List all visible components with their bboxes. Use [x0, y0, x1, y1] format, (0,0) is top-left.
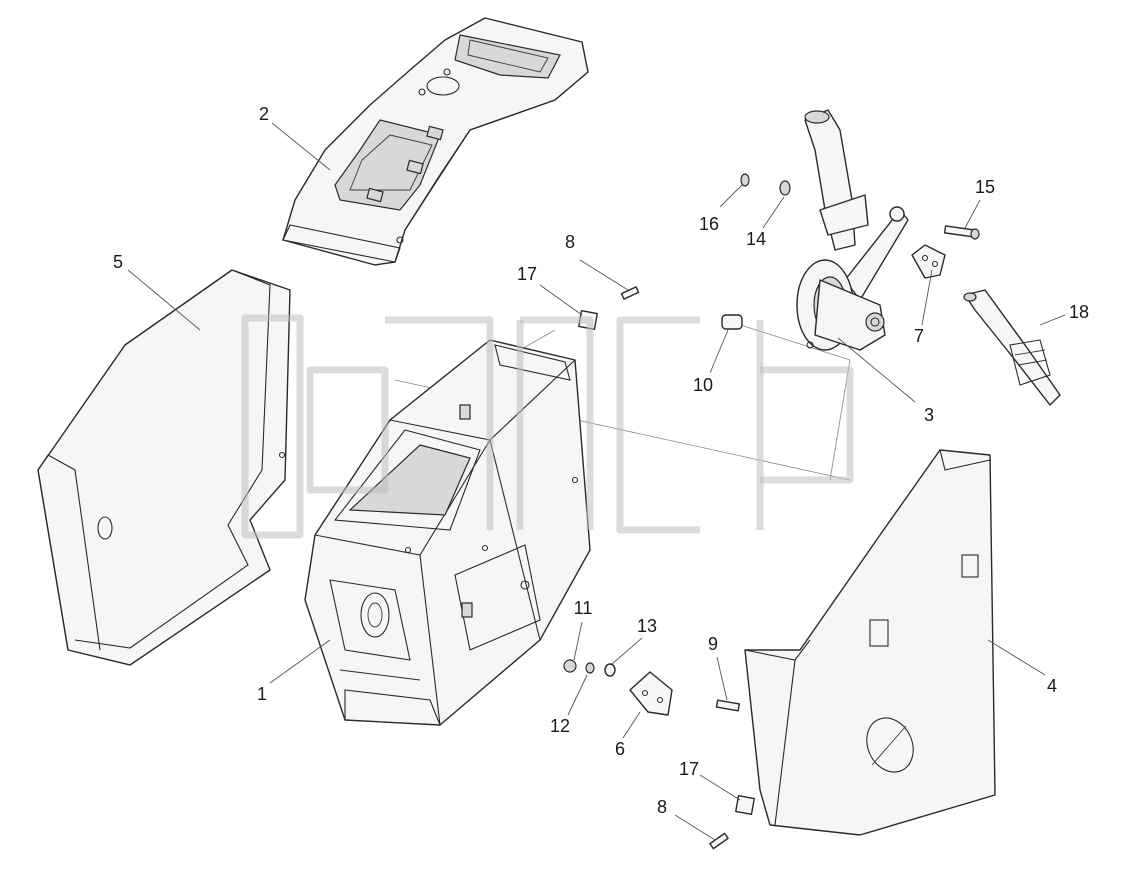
fasteners — [563, 173, 980, 850]
part-10-pin — [721, 314, 743, 330]
part-16-ring — [740, 173, 750, 187]
part-8-bolt-upper — [620, 286, 640, 300]
part-3-shift-lever — [796, 109, 909, 351]
callout-9: 9 — [708, 634, 718, 654]
part-9-bolt — [715, 699, 741, 712]
part-14-spring — [779, 180, 791, 196]
part-2-console-cover — [282, 17, 589, 266]
callout-7: 7 — [914, 326, 924, 346]
callout-10: 10 — [693, 375, 713, 395]
callout-1: 1 — [257, 684, 267, 704]
callout-3: 3 — [924, 405, 934, 425]
watermark-logo — [241, 314, 854, 539]
callout-labels: 1 2 3 4 5 6 7 8 8 9 10 11 12 13 14 15 16… — [113, 104, 1089, 817]
leader-lines — [127, 122, 1066, 841]
part-12-washer — [585, 662, 595, 674]
callout-6: 6 — [615, 739, 625, 759]
part-18-cable — [963, 289, 1061, 406]
part-7-bracket — [911, 244, 946, 279]
callout-8-lower: 8 — [657, 797, 667, 817]
callout-15: 15 — [975, 177, 995, 197]
callout-13: 13 — [637, 616, 657, 636]
callout-11: 11 — [574, 598, 593, 618]
callout-2: 2 — [259, 104, 269, 124]
callout-16: 16 — [699, 214, 719, 234]
callout-17-lower: 17 — [679, 759, 699, 779]
part-5-left-panel — [37, 269, 291, 666]
part-1-housing — [304, 339, 591, 726]
part-11-nut — [563, 659, 577, 673]
part-8-bolt-lower — [709, 832, 729, 850]
callout-8-upper: 8 — [565, 232, 575, 252]
callout-4: 4 — [1047, 676, 1057, 696]
part-4-right-panel — [744, 449, 996, 836]
part-13-washer — [604, 663, 616, 677]
callout-17-upper: 17 — [517, 264, 537, 284]
part-6-bracket — [629, 671, 673, 716]
callout-5: 5 — [113, 252, 123, 272]
part-17-nut-lower — [735, 795, 755, 815]
callout-12: 12 — [550, 716, 570, 736]
callout-14: 14 — [746, 229, 766, 249]
callout-18: 18 — [1069, 302, 1089, 322]
